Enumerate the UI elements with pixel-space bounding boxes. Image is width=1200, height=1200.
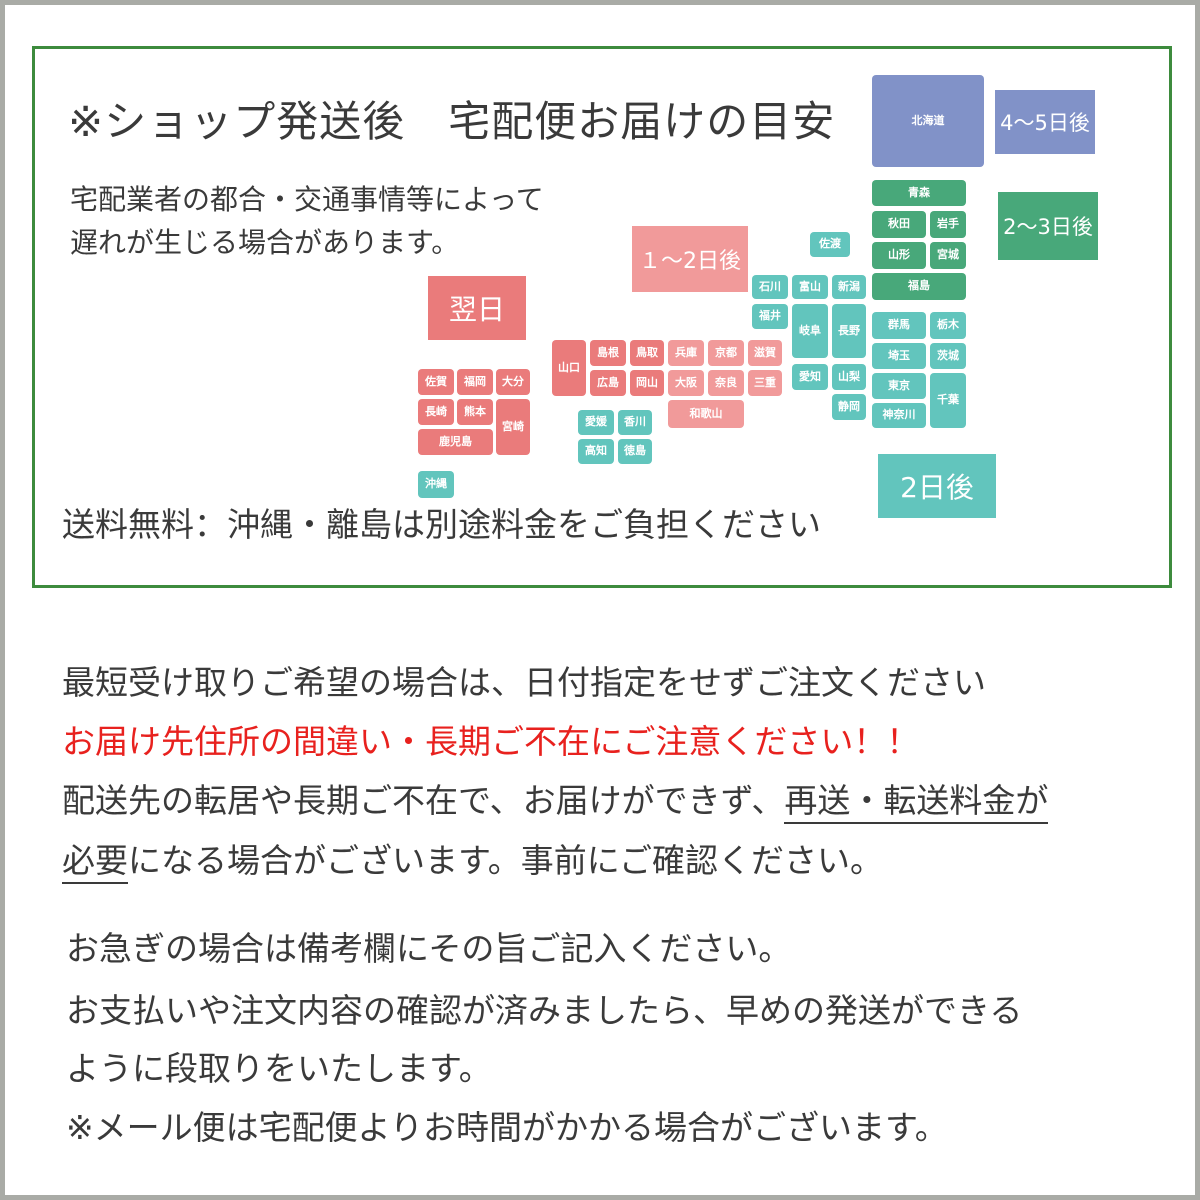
pref-saitama: 埼玉	[872, 343, 926, 369]
notice-required-underlined: 必要	[62, 841, 128, 884]
pref-okinawa: 沖縄	[418, 471, 454, 498]
legend-4-5-days: 4～5日後	[995, 90, 1095, 154]
pref-fukushima: 福島	[872, 273, 966, 300]
pref-kumamoto: 熊本	[457, 399, 493, 425]
notice-line-3: 配送先の転居や長期ご不在で、お届けができず、再送・転送料金が	[62, 774, 1049, 824]
pref-aichi: 愛知	[792, 364, 828, 390]
pref-tottori: 鳥取	[630, 340, 664, 366]
panel-title: ※ショップ発送後 宅配便お届けの目安	[68, 97, 836, 146]
notice-line-1: 最短受け取りご希望の場合は、日付指定をせずご注文ください	[62, 663, 986, 702]
pref-shiga: 滋賀	[748, 340, 782, 366]
notice-line-7: ように段取りをいたします。	[66, 1049, 492, 1088]
delay-note-line-2: 遅れが生じる場合があります。	[70, 226, 460, 259]
pref-hiroshima: 広島	[590, 370, 626, 396]
notice-line-4: 必要になる場合がございます。事前にご確認ください。	[62, 834, 884, 884]
pref-nagano: 長野	[832, 304, 866, 358]
pref-osaka: 大阪	[668, 370, 704, 396]
pref-okayama: 岡山	[630, 370, 664, 396]
notice-line-4-text: になる場合がございます。事前にご確認ください。	[128, 841, 884, 880]
notice-line-6: お支払いや注文内容の確認が済みましたら、早めの発送ができる	[66, 991, 1023, 1030]
notice-line-3-text: 配送先の転居や長期ご不在で、お届けができず、	[62, 781, 785, 820]
legend-next-day: 翌日	[428, 276, 526, 340]
notice-fee-underlined: 再送・転送料金が	[784, 781, 1049, 824]
pref-hyogo: 兵庫	[668, 340, 704, 366]
notice-line-8: ※メール便は宅配便よりお時間がかかる場合がございます。	[66, 1108, 948, 1147]
legend-2-days: 2日後	[878, 454, 996, 518]
pref-kyoto: 京都	[708, 340, 744, 366]
pref-kagoshima: 鹿児島	[418, 429, 493, 455]
pref-kagawa: 香川	[618, 410, 652, 435]
notice-warning: お届け先住所の間違い・長期ご不在にご注意ください！！	[62, 722, 920, 761]
delay-note-line-1: 宅配業者の都合・交通事情等によって	[70, 183, 544, 216]
pref-fukuoka: 福岡	[457, 369, 493, 395]
pref-shizuoka: 静岡	[832, 394, 866, 420]
pref-aomori: 青森	[872, 180, 966, 206]
pref-yamagata: 山形	[872, 242, 926, 269]
pref-miyagi: 宮城	[930, 242, 966, 269]
pref-akita: 秋田	[872, 211, 926, 238]
pref-hokkaido: 北海道	[872, 75, 984, 167]
pref-iwate: 岩手	[930, 211, 966, 238]
shipping-fee-note: 送料無料：沖縄・離島は別途料金をご負担ください	[62, 505, 821, 544]
pref-yamanashi: 山梨	[832, 364, 866, 390]
pref-tokushima: 徳島	[618, 439, 652, 464]
pref-kochi: 高知	[578, 439, 614, 464]
pref-sado: 佐渡	[810, 232, 850, 257]
pref-ehime: 愛媛	[578, 410, 614, 435]
pref-ibaraki: 茨城	[930, 343, 966, 369]
pref-saga: 佐賀	[418, 369, 454, 395]
notice-line-5: お急ぎの場合は備考欄にその旨ご記入ください。	[66, 929, 792, 968]
pref-tochigi: 栃木	[930, 312, 966, 339]
pref-niigata: 新潟	[832, 275, 866, 299]
pref-nara: 奈良	[708, 370, 744, 396]
pref-oita: 大分	[496, 369, 530, 395]
pref-chiba: 千葉	[930, 373, 966, 428]
pref-fukui: 福井	[752, 304, 788, 329]
pref-gifu: 岐阜	[792, 304, 828, 358]
pref-toyama: 富山	[792, 275, 828, 299]
pref-mie: 三重	[748, 370, 782, 396]
pref-tokyo: 東京	[872, 373, 926, 399]
legend-1-2-days: １～2日後	[632, 226, 748, 292]
pref-nagasaki: 長崎	[418, 399, 454, 425]
pref-wakayama: 和歌山	[668, 400, 744, 428]
pref-shimane: 島根	[590, 340, 626, 366]
pref-miyazaki: 宮崎	[496, 399, 530, 455]
pref-yamaguchi: 山口	[552, 340, 586, 396]
pref-gunma: 群馬	[872, 312, 926, 339]
legend-2-3-days: 2～3日後	[998, 192, 1098, 260]
pref-kanagawa: 神奈川	[872, 403, 926, 428]
pref-ishikawa: 石川	[752, 275, 788, 299]
